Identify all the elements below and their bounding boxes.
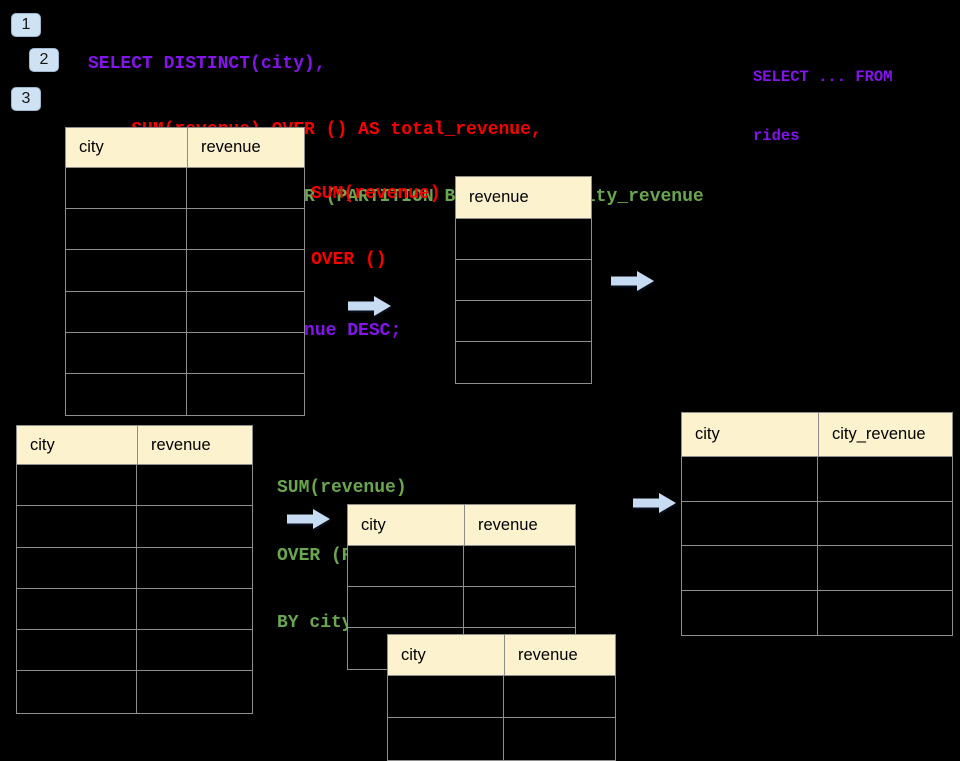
table-cell-empty (66, 332, 187, 374)
table-cell-empty (187, 292, 304, 333)
table-cell-empty (818, 502, 952, 546)
partition-annotation-line-1: SUM(revenue) (277, 478, 407, 498)
header-cell-revenue: revenue (137, 426, 252, 464)
table-cell-empty (456, 219, 591, 260)
table-cell-empty (66, 168, 187, 210)
table-body (17, 465, 252, 713)
table-cell-empty (137, 465, 252, 507)
table-body (456, 219, 591, 383)
header-cell-revenue: revenue (504, 635, 615, 675)
table-cell-empty (66, 250, 187, 292)
table-cell-empty (17, 588, 137, 631)
table-cell-empty (66, 291, 187, 333)
table-cell-empty (17, 506, 137, 548)
flow-arrow-icon (611, 271, 654, 291)
header-cell-city: city (361, 515, 386, 534)
table-cell-empty (137, 589, 252, 631)
table-header-row: city revenue (388, 635, 615, 676)
flow-arrow-icon (287, 509, 330, 529)
table-cell-empty (464, 546, 575, 587)
table-cell-empty (818, 457, 952, 502)
table-cell-empty (456, 260, 591, 301)
table-cell-empty (187, 209, 304, 251)
partition-table-overlay: city revenue (387, 634, 616, 761)
table-cell-empty (137, 671, 252, 712)
table-cell-empty (187, 374, 304, 415)
header-cell-city: city (401, 645, 426, 664)
table-cell-empty (17, 465, 137, 507)
total-revenue-result-table: revenue (455, 176, 592, 384)
table-header-row: city city_revenue (682, 413, 952, 457)
table-cell-empty (818, 591, 952, 636)
table-cell-empty (17, 547, 137, 589)
table-header-row: revenue (456, 177, 591, 219)
table-cell-empty (456, 301, 591, 342)
table-cell-empty (818, 546, 952, 591)
step-badge-1: 1 (11, 13, 41, 37)
table-cell-empty (388, 718, 504, 760)
total-revenue-annotation: SUM(revenue) OVER () (311, 139, 441, 293)
table-cell-empty (137, 506, 252, 548)
table-cell-empty (187, 333, 304, 374)
header-cell-revenue: revenue (464, 505, 575, 545)
table-cell-empty (464, 587, 575, 628)
table-body (388, 676, 615, 760)
table-cell-empty (17, 671, 137, 713)
flow-arrow-icon (348, 296, 391, 316)
table-cell-empty (456, 342, 591, 383)
sql-side-note: SELECT ... FROM rides (753, 29, 893, 166)
source-table-bottom: city revenue (16, 425, 253, 714)
header-cell-city: city (695, 425, 720, 443)
table-cell-empty (682, 546, 818, 591)
table-body (66, 168, 304, 416)
table-cell-empty (137, 630, 252, 672)
table-header-row: city revenue (17, 426, 252, 465)
step-badge-2: 2 (29, 48, 59, 72)
table-cell-empty (388, 676, 504, 718)
table-cell-empty (682, 457, 818, 502)
table-cell-empty (682, 501, 818, 546)
step-badge-3: 3 (11, 87, 41, 111)
table-cell-empty (682, 590, 818, 635)
table-cell-empty (348, 546, 464, 587)
table-header-row: city revenue (348, 505, 575, 546)
table-cell-empty (348, 587, 464, 628)
total-annotation-line-2: OVER () (311, 250, 387, 270)
source-table-top: city revenue (65, 127, 305, 417)
table-cell-empty (504, 676, 615, 718)
table-body (682, 457, 952, 635)
header-cell-revenue: revenue (469, 188, 529, 206)
flow-arrow-icon (633, 493, 676, 513)
total-annotation-line-1: SUM(revenue) (311, 184, 441, 204)
header-cell-city: city (30, 435, 55, 454)
header-cell-revenue: revenue (187, 128, 304, 167)
sql-side-line-1: SELECT ... FROM (753, 68, 893, 86)
sql-side-line-2: rides (753, 126, 800, 145)
final-result-table: city city_revenue (681, 412, 953, 636)
table-cell-empty (187, 168, 304, 210)
sql-line-select: SELECT DISTINCT(city), (88, 53, 326, 74)
table-cell-empty (66, 373, 187, 416)
table-cell-empty (187, 250, 304, 292)
header-cell-city: city (79, 138, 104, 156)
table-cell-empty (504, 718, 615, 760)
table-header-row: city revenue (66, 128, 304, 168)
table-cell-empty (137, 548, 252, 589)
table-cell-empty (17, 630, 137, 672)
table-cell-empty (66, 209, 187, 251)
header-cell-city-revenue: city_revenue (818, 413, 952, 456)
